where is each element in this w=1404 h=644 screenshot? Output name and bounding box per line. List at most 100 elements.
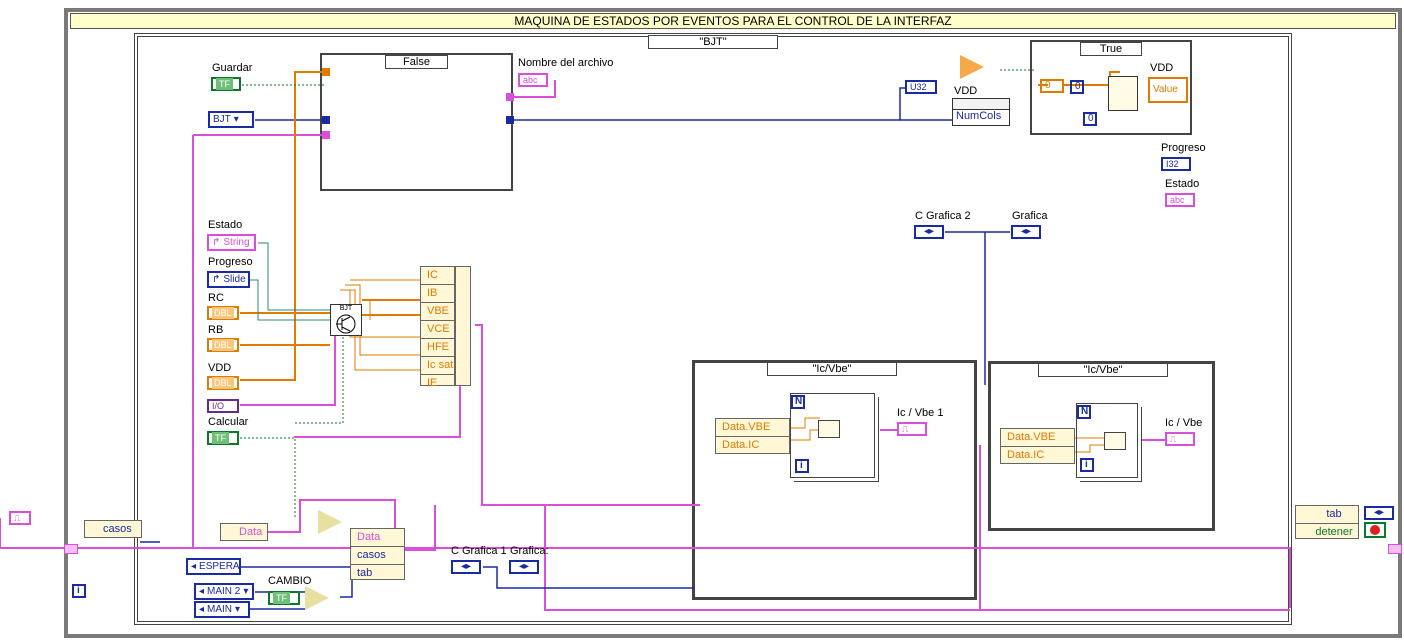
calcular-button-terminal[interactable]: TF [207, 431, 239, 445]
case-selector-icvbe-2[interactable]: "Ic/Vbe" [1038, 363, 1168, 377]
unbundle-casos[interactable]: casos [84, 520, 142, 538]
rb-label: RB [208, 324, 224, 336]
ring-icon: ◂▸ [923, 226, 935, 237]
ring-arrow-icon: ◂ [199, 585, 205, 597]
cluster-field-ic: IC [421, 267, 454, 285]
left-input-terminal[interactable]: ⎍ [9, 511, 31, 525]
vdd-label: VDD [208, 362, 232, 374]
rb-terminal[interactable]: DBL [207, 338, 239, 352]
grafica-label: Grafica [1012, 210, 1048, 222]
case-selector-true[interactable]: True [1080, 42, 1142, 56]
estado-indicator-terminal[interactable]: abc [1165, 193, 1195, 207]
unbundle-cluster: IC IB VBE VCE HFE Ic sat IE [420, 266, 455, 389]
bundle-field-casos: casos [351, 547, 404, 565]
estado-label: Estado [208, 219, 243, 231]
rc-terminal[interactable]: DBL [207, 306, 239, 320]
unbundle-field-detener: detener [1315, 526, 1353, 538]
for-loop-2-n: N [1077, 405, 1091, 419]
io-terminal[interactable]: I/O [207, 399, 239, 413]
stop-icon [1370, 525, 1380, 535]
not-equal-triangle[interactable] [960, 55, 984, 79]
estado-property-node[interactable]: ↱String [207, 234, 256, 251]
icvbe-1-label: Ic / Vbe 1 [897, 407, 944, 419]
build-array-node[interactable] [1108, 76, 1138, 111]
bundle-by-name[interactable]: Data casos tab [350, 528, 405, 580]
c-grafica-1-terminal[interactable]: ◂▸ [451, 560, 481, 574]
orange-tunnel [322, 68, 330, 76]
for-loop-1 [790, 393, 875, 478]
unbundle-data[interactable]: Data [220, 523, 268, 541]
icvbe-1-terminal[interactable]: ⎍ [897, 422, 927, 436]
data-ic-field-2: Data.IC [1007, 449, 1045, 461]
cambio-label: CAMBIO [268, 575, 312, 587]
select-node-2[interactable] [305, 586, 329, 610]
graph-icon: ⎍ [902, 424, 909, 434]
cluster-field-icsat: Ic sat [421, 357, 454, 375]
tab-indicator-terminal[interactable]: ◂▸ [1364, 506, 1394, 520]
calcular-label: Calcular [208, 416, 249, 428]
guardar-button-terminal[interactable]: TF [211, 77, 241, 91]
shift-register-left [64, 544, 78, 554]
estado-indicator-label: Estado [1165, 178, 1200, 190]
c-grafica-2-terminal[interactable]: ◂▸ [914, 225, 944, 239]
bjt-enum-terminal[interactable]: BJT▾ [208, 111, 254, 128]
cluster-field-hfe: HFE [421, 339, 454, 357]
ring-arrow-icon: ◂ [199, 603, 205, 615]
case-selector-icvbe-1[interactable]: "Ic/Vbe" [767, 362, 897, 376]
grafica-terminal[interactable]: ◂▸ [1011, 225, 1041, 239]
rc-label: RC [208, 292, 224, 304]
zero-constant-3[interactable]: 0 [1083, 112, 1097, 126]
dropdown-arrow-icon: ▾ [243, 585, 249, 597]
case-selector-bjt[interactable]: "BJT" [648, 35, 778, 49]
data-vbe-field-2: Data.VBE [1001, 429, 1074, 447]
nombre-archivo-terminal[interactable]: abc [518, 73, 548, 87]
case-structure-icvbe-1 [692, 360, 977, 600]
c-grafica-1-label: C Grafica 1 [451, 545, 507, 557]
cluster-field-vbe: VBE [421, 303, 454, 321]
vdd-value-property[interactable]: Value [1148, 77, 1188, 103]
zero-constant-2[interactable]: 0 [1070, 80, 1084, 94]
case-selector-false[interactable]: False [385, 55, 448, 69]
bundle-xy-2[interactable] [1104, 432, 1126, 450]
main-enum-constant[interactable]: ◂MAIN▾ [194, 601, 250, 618]
for-loop-2 [1076, 403, 1138, 478]
unbundle-data-1: Data.VBE Data.IC [715, 418, 790, 454]
select-node-1[interactable] [318, 510, 342, 534]
icvbe-label: Ic / Vbe [1165, 417, 1203, 429]
graph-icon: ⎍ [1170, 434, 1177, 444]
bundle-xy-1[interactable] [818, 420, 840, 438]
bundle-field-data: Data [351, 529, 404, 547]
ring-icon: ◂▸ [1373, 507, 1385, 518]
zero-constant-1[interactable]: 0 [1040, 79, 1064, 93]
vdd-property-label: VDD [954, 85, 978, 97]
shift-register-right [1388, 544, 1402, 554]
main2-enum-constant[interactable]: ◂MAIN 2▾ [194, 583, 254, 600]
progreso-indicator-label: Progreso [1161, 142, 1206, 154]
c-grafica-2-label: C Grafica 2 [915, 210, 971, 222]
grafica-colon-label: Grafica: [510, 545, 549, 557]
u32-convert-node[interactable]: U32 [905, 80, 937, 94]
progreso-property-node[interactable]: ↱Slide [207, 271, 250, 288]
transistor-icon [336, 314, 356, 334]
cluster-field-vce: VCE [421, 321, 454, 339]
unbundle-tab-detener[interactable]: tab detener [1295, 505, 1359, 539]
icvbe-terminal[interactable]: ⎍ [1165, 432, 1195, 446]
stop-condition-terminal[interactable] [1364, 522, 1386, 538]
ring-icon: ◂▸ [460, 561, 472, 572]
nombre-archivo-label: Nombre del archivo [518, 57, 614, 69]
unbundle-field-tab: tab [1296, 506, 1358, 524]
grafica-colon-terminal[interactable]: ◂▸ [509, 560, 539, 574]
ring-icon: ◂▸ [1020, 226, 1032, 237]
bjt-subvi-icon[interactable]: BJT [330, 304, 362, 336]
espera-enum-constant[interactable]: ◂ESPERA [186, 558, 241, 575]
dropdown-arrow-icon: ▾ [233, 113, 239, 125]
cambio-terminal[interactable]: TF [268, 591, 300, 605]
vdd-terminal[interactable]: DBL [207, 376, 239, 390]
bundle-node[interactable] [455, 266, 471, 386]
data-vbe-field-1: Data.VBE [716, 419, 789, 437]
output-string-tunnel [506, 93, 514, 101]
vdd-property-node[interactable]: NumCols [952, 98, 1010, 126]
guardar-label: Guardar [212, 62, 253, 74]
output-enum-tunnel [506, 116, 514, 124]
progreso-indicator-terminal[interactable]: I32 [1161, 157, 1191, 171]
